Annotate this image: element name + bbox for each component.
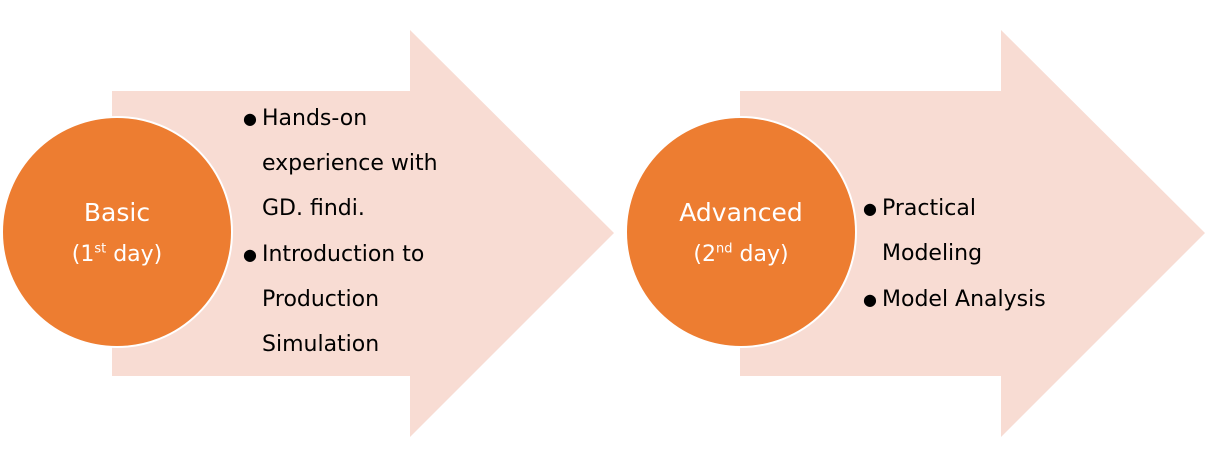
bullet-item: ● Practical Modeling — [863, 186, 993, 276]
stage-1-title: Basic — [83, 197, 151, 227]
stage-1-subtitle: (1st day) — [71, 241, 163, 267]
stage-2-title: Advanced — [679, 197, 803, 227]
bullet-item: ● Introduction to Production Simulation — [243, 232, 468, 367]
stage-1-bullet-list: ● Hands-on experience with GD. findi. ● … — [243, 96, 468, 368]
stage-2-arrow — [740, 30, 1205, 437]
bullet-dot-icon: ● — [243, 109, 257, 128]
stage-2-subtitle: (2nd day) — [693, 241, 789, 267]
stage-2-bullet-list: ● Practical Modeling ● Model Analysis — [863, 186, 1046, 323]
stage-1-circle: Basic (1st day) — [1, 116, 233, 348]
stage-2-circle: Advanced (2nd day) — [625, 116, 857, 348]
bullet-text: Hands-on experience with GD. findi. — [262, 106, 438, 221]
bullet-dot-icon: ● — [863, 290, 877, 309]
bullet-text: Introduction to Production Simulation — [262, 242, 425, 357]
bullet-item: ● Hands-on experience with GD. findi. — [243, 96, 468, 231]
bullet-item: ● Model Analysis — [863, 277, 1046, 322]
bullet-text: Model Analysis — [882, 287, 1046, 312]
bullet-dot-icon: ● — [863, 199, 877, 218]
bullet-text: Practical Modeling — [882, 196, 983, 266]
stage-1-arrow — [112, 30, 614, 437]
bullet-dot-icon: ● — [243, 245, 257, 264]
